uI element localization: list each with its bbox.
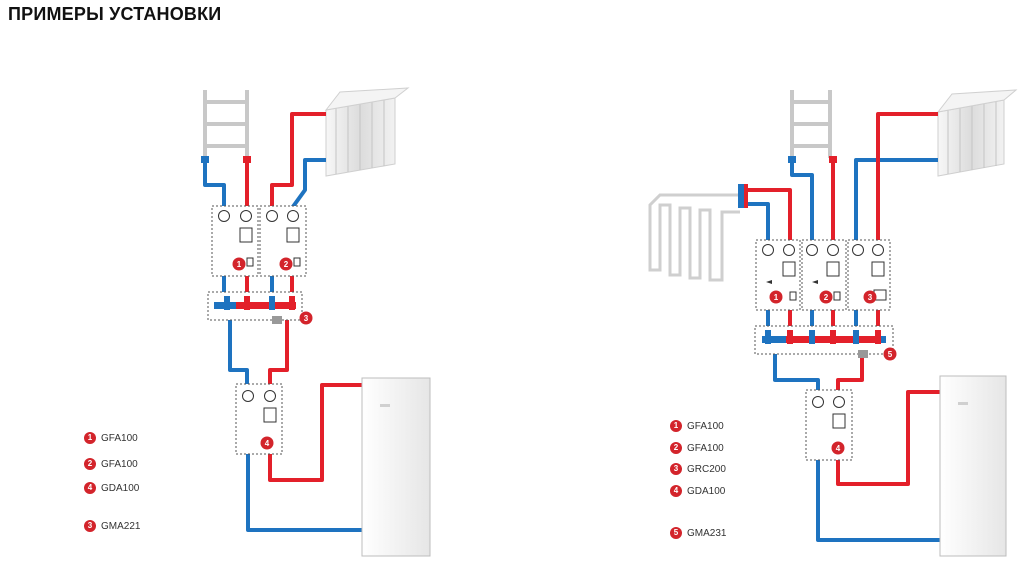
legend-item: 5 GMA231: [670, 527, 726, 539]
legend-badge: 2: [84, 458, 96, 470]
panel-radiator-icon: [324, 87, 410, 177]
pipe-caps: [201, 156, 251, 163]
legend-item: 4 GDA100: [670, 485, 725, 497]
legend-model: GFA100: [101, 432, 138, 444]
svg-text:3: 3: [304, 314, 309, 323]
legend-item: 3 GMA221: [84, 520, 140, 532]
boiler-icon: [361, 377, 431, 557]
legend-badge: 3: [84, 520, 96, 532]
towel-radiator-icon: [203, 90, 249, 158]
manifold-2: [754, 325, 894, 358]
legend-model: GMA221: [101, 520, 141, 532]
legend-model: GMA231: [687, 527, 727, 539]
badge-manifold: 5: [883, 347, 897, 361]
pipe-caps: [738, 156, 837, 208]
badge-lower-unit: 4: [260, 436, 274, 450]
pipe-network: [748, 112, 940, 542]
badge-unit-1: 1: [232, 257, 246, 271]
badge-lower-unit: 4: [831, 441, 845, 455]
badge-unit-1: 1: [769, 290, 783, 304]
legend-model: GRC200: [687, 463, 726, 475]
legend-item: 4 GDA100: [84, 482, 139, 494]
page-title: ПРИМЕРЫ УСТАНОВКИ: [8, 4, 222, 24]
legend-item: 2 GFA100: [670, 442, 724, 454]
diagram-2: 1 2 3 5 4: [648, 89, 1018, 557]
towel-radiator-icon: [790, 90, 832, 158]
badge-unit-2: 2: [279, 257, 293, 271]
lower-pump-unit: [235, 383, 283, 455]
legend-1: 1 GFA100 2 GFA100 4 GDA100 3 GMA221: [84, 432, 184, 542]
lower-pump-unit: [805, 389, 853, 461]
legend-badge: 4: [84, 482, 96, 494]
underfloor-heating-icon: [648, 193, 740, 282]
legend-badge: 2: [670, 442, 682, 454]
legend-badge: 3: [670, 463, 682, 475]
legend-item: 3 GRC200: [670, 463, 726, 475]
legend-item: 2 GFA100: [84, 458, 138, 470]
svg-text:2: 2: [824, 293, 829, 302]
legend-model: GFA100: [687, 420, 724, 432]
legend-item: 1 GFA100: [84, 432, 138, 444]
boiler-icon: [939, 375, 1007, 557]
svg-text:1: 1: [237, 260, 242, 269]
legend-item: 1 GFA100: [670, 420, 724, 432]
svg-text:1: 1: [774, 293, 779, 302]
badge-unit-3: 3: [863, 290, 877, 304]
legend-badge: 4: [670, 485, 682, 497]
legend-model: GFA100: [687, 442, 724, 454]
legend-model: GFA100: [101, 458, 138, 470]
legend-model: GDA100: [687, 485, 726, 497]
legend-2: 1 GFA100 2 GFA100 3 GRC200 4 GDA100 5 GM…: [670, 420, 770, 542]
svg-text:4: 4: [836, 444, 841, 453]
legend-badge: 1: [84, 432, 96, 444]
diagram-1: 1 2 3 4: [201, 87, 431, 557]
svg-text:3: 3: [868, 293, 873, 302]
badge-manifold: 3: [299, 311, 313, 325]
svg-text:5: 5: [888, 350, 893, 359]
svg-text:2: 2: [284, 260, 289, 269]
manifold-1: [207, 291, 303, 324]
legend-badge: 5: [670, 527, 682, 539]
badge-unit-2: 2: [819, 290, 833, 304]
svg-text:4: 4: [265, 439, 270, 448]
legend-model: GDA100: [101, 482, 140, 494]
legend-badge: 1: [670, 420, 682, 432]
panel-radiator-icon: [936, 89, 1018, 177]
